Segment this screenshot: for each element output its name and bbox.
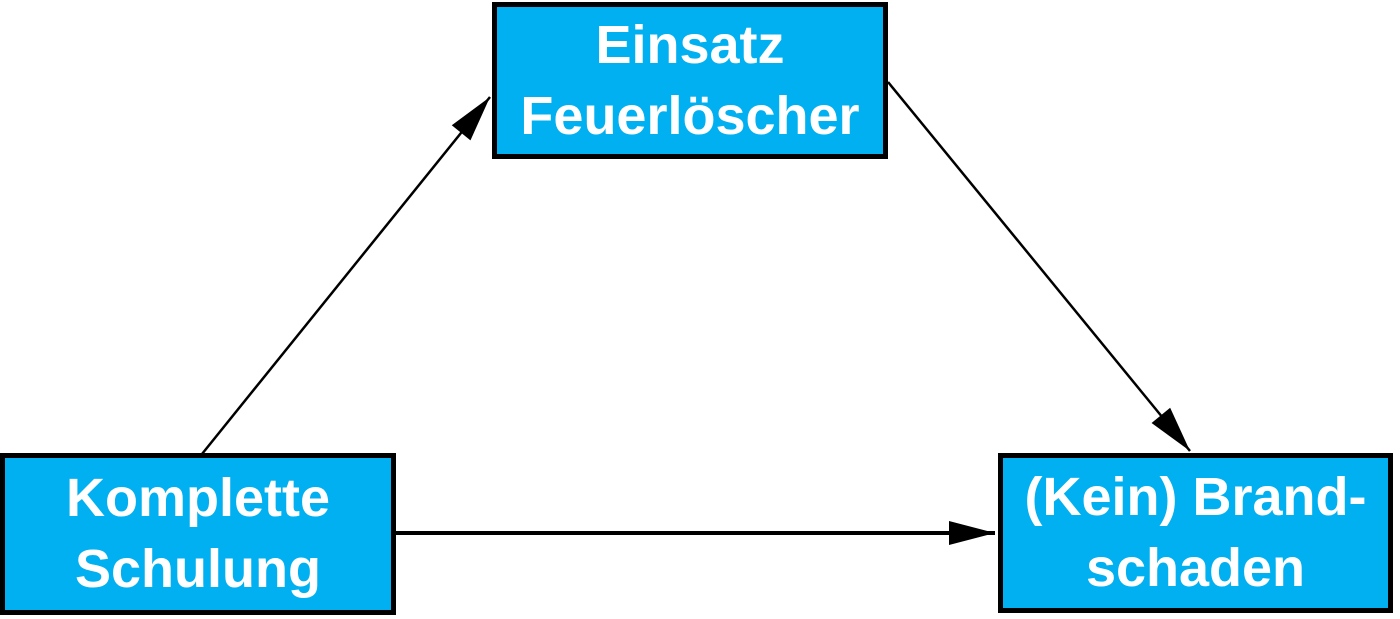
node-label-line: schaden: [1085, 538, 1306, 598]
arrow-schulung-to-feuerloescher: [201, 96, 491, 455]
node-label-line: Feuerlöscher: [520, 85, 860, 146]
node-label-line: Schulung: [75, 539, 321, 599]
node-einsatz-feuerloescher: Einsatz Feuerlöscher: [492, 2, 888, 159]
arrow-feuerloescher-to-brandschaden: [887, 81, 1191, 452]
node-label-line: Komplette: [65, 468, 330, 528]
node-komplette-schulung: Komplette Schulung: [0, 453, 396, 615]
node-label-line: (Kein) Brand-: [1024, 467, 1367, 527]
node-kein-brandschaden: (Kein) Brand- schaden: [998, 453, 1393, 613]
node-label-line: Einsatz: [595, 14, 785, 75]
